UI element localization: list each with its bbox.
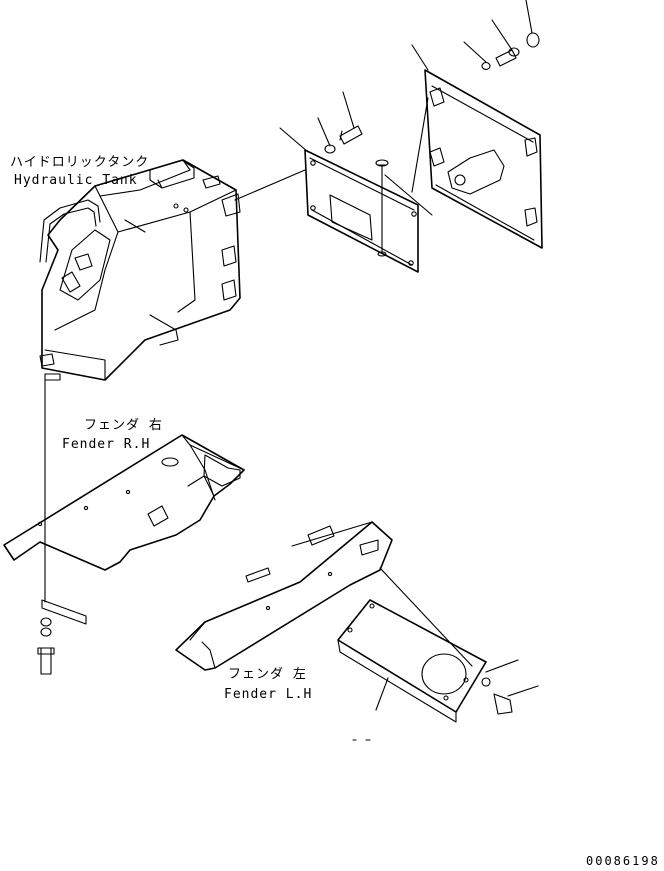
hydraulic-tank-label-en: Hydraulic Tank: [14, 173, 138, 188]
lower-plate-drawing: [337, 599, 513, 723]
fender-lh-drawing: [175, 521, 393, 671]
hydraulic-tank-label-jp: ハイドロリックタンク: [10, 155, 150, 170]
cover-plate-drawing: [304, 125, 419, 273]
fender-lh-label-en: Fender L.H: [224, 687, 313, 702]
access-panel-drawing: [424, 32, 543, 249]
leader-lines: [44, 0, 539, 741]
fender-rh-label-jp: フェンダ 右: [84, 418, 163, 433]
hydraulic-tank-drawing: [39, 159, 241, 381]
fender-rh-drawing: [3, 434, 245, 675]
fender-lh-label-jp: フェンダ 左: [228, 667, 307, 682]
fender-rh-label-en: Fender R.H: [62, 437, 151, 452]
figure-number: 00086198: [586, 854, 660, 868]
